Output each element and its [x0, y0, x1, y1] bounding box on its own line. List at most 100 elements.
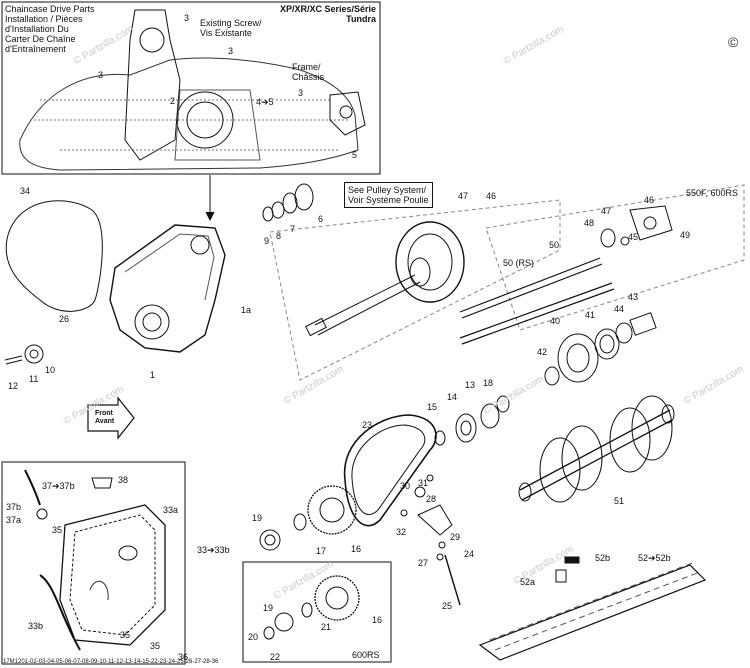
variant-box-600rs	[242, 561, 392, 663]
callout-label: 35	[120, 630, 131, 640]
callout-label: 33a	[163, 505, 179, 515]
callout-label: 42	[537, 347, 548, 357]
variant-label-50rs: 50 (RS)	[503, 258, 535, 268]
series-block: XP/XR/XC Series/Série Tundra	[270, 4, 376, 24]
callout-label: 33b	[28, 621, 44, 631]
pulley-note-box: See Pulley System/ Voir Système Poulie	[344, 182, 433, 208]
cover-box	[1, 461, 186, 665]
callout-label: 7	[290, 224, 296, 234]
bearing-14	[455, 413, 477, 443]
callout-label: 49	[680, 230, 691, 240]
callout-label: 21	[321, 622, 332, 632]
callout-label: 3	[228, 46, 234, 56]
chaincase-cover-33	[59, 504, 166, 646]
callout-label: 50	[549, 240, 560, 250]
callout-label: 45	[628, 232, 639, 242]
callout-label: 19	[263, 603, 274, 613]
callout-label: 28	[426, 494, 437, 504]
title-line: d'Installation Du	[5, 24, 69, 34]
callout-label: 8	[276, 231, 282, 241]
callout-label: 5	[352, 150, 358, 160]
variant-label-550f: 550F, 600RS	[686, 188, 739, 198]
callout-label: 52➔52b	[638, 553, 671, 563]
title-line: Chaincase Drive Parts	[5, 4, 95, 14]
callout-label: 34	[20, 186, 31, 196]
callout-label: 1	[150, 370, 156, 380]
track-52	[478, 564, 707, 661]
callout-label: 35	[150, 641, 161, 651]
callout-label: 37a	[6, 515, 22, 525]
callout-label: 16	[351, 544, 362, 554]
callout-label: 46	[486, 191, 497, 201]
note-line: Existing Screw/	[200, 18, 262, 28]
callout-label: 26	[59, 314, 70, 324]
track-drive-shaft-51	[518, 395, 675, 503]
callout-label: 31	[418, 478, 429, 488]
callout-label: 6	[318, 214, 324, 224]
small-gear-10	[24, 344, 44, 364]
callout-label: 29	[450, 532, 461, 542]
title-line: Carter De Chaîne	[5, 34, 76, 44]
callout-label: 4➔5	[256, 97, 274, 107]
chaincase-1	[109, 224, 226, 353]
frame-note: Frame/ Châssis	[292, 62, 324, 82]
callout-label: 37➔37b	[42, 481, 75, 491]
arrow-line: Front	[95, 410, 113, 417]
callout-label: 44	[614, 304, 625, 314]
callout-label: 47	[458, 191, 469, 201]
callout-label: 36	[178, 652, 189, 662]
note-line: See Pulley System/	[348, 185, 427, 195]
plate-49	[629, 205, 673, 241]
front-arrow-label: Front Avant	[95, 410, 114, 426]
note-line: Voir Système Poulie	[348, 195, 429, 205]
bushing-43	[629, 312, 657, 336]
callout-label: 16	[372, 615, 383, 625]
callout-label: 48	[584, 218, 595, 228]
callout-label: 23	[362, 420, 373, 430]
callout-label: 12	[8, 381, 19, 391]
callout-label: 3	[98, 70, 104, 80]
existing-screw-note: Existing Screw/ Vis Existante	[200, 18, 262, 38]
callout-label: 18	[483, 378, 494, 388]
rod-25	[444, 554, 461, 606]
title-line: Installation / Pièces	[5, 14, 83, 24]
callout-label: 27	[418, 558, 429, 568]
callout-label: 25	[442, 601, 453, 611]
bearing-6	[294, 183, 314, 211]
note-line: Vis Existante	[200, 28, 252, 38]
arrow-line: Avant	[95, 418, 115, 425]
series-line: Tundra	[346, 14, 376, 24]
callout-label: 35	[52, 525, 63, 535]
chassis-frame	[19, 57, 359, 171]
bearing-19	[259, 529, 281, 551]
callout-label: 52b	[595, 553, 611, 563]
callout-label: 19	[252, 513, 263, 523]
drawing-code: 17M1201-02-03-04-05-06-07-08-09-10-11-12…	[3, 659, 219, 665]
gear-16	[307, 485, 357, 535]
title-line: d'Entraînement	[5, 44, 66, 54]
callout-label: 17	[316, 546, 327, 556]
callout-label: 37b	[6, 502, 22, 512]
tensioner-29	[417, 504, 453, 536]
shaft-50b	[459, 282, 613, 339]
callout-label: 1a	[241, 305, 252, 315]
callout-label: 40	[550, 316, 561, 326]
note-line: Châssis	[292, 72, 325, 82]
callout-label: 22	[270, 652, 281, 662]
copyright-mark: ©	[728, 34, 739, 50]
series-line: XP/XR/XC Series/Série	[279, 4, 376, 14]
callout-label: 41	[585, 310, 596, 320]
note-line: Frame/	[292, 62, 321, 72]
callout-label: 43	[628, 292, 639, 302]
callout-label: 32	[396, 527, 407, 537]
callout-label: 14	[447, 392, 458, 402]
callout-label: 33➔33b	[197, 545, 230, 555]
callout-label: 10	[45, 365, 56, 375]
callout-label: 46	[644, 195, 655, 205]
inset-frame-box	[1, 1, 381, 175]
sprocket-cover-40	[557, 333, 599, 383]
callout-label: 20	[248, 632, 259, 642]
callout-label: 13	[465, 380, 476, 390]
